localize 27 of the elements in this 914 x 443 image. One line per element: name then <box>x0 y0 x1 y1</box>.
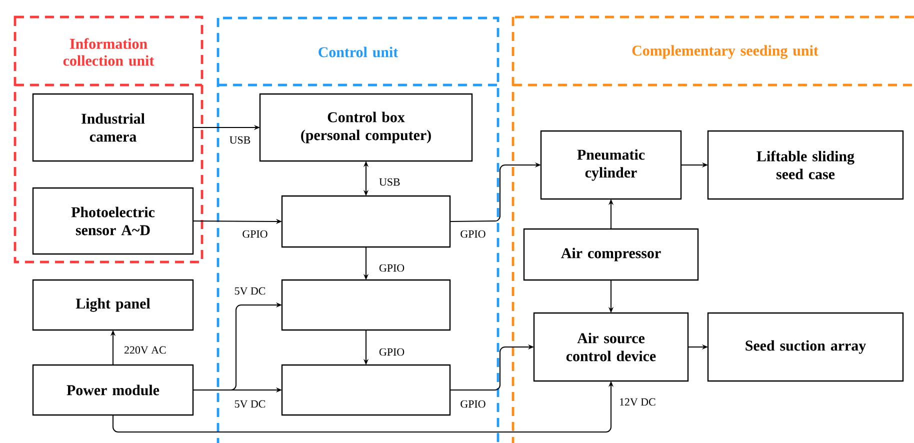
block-box: Photoelectric sensor A~D <box>32 187 194 255</box>
block-box: Light panel <box>32 279 194 331</box>
unit-title: Complementary seeding unit <box>632 45 818 59</box>
block-box: Air compressor <box>523 228 699 281</box>
edge-label: GPIO <box>241 229 269 239</box>
edge-label: USB <box>378 177 402 187</box>
block-box: Liftable sliding seed case <box>707 130 904 200</box>
edge-label: GPIO <box>378 347 406 357</box>
block-box: Seed suction array <box>707 312 904 382</box>
block-box: Industrial camera <box>32 93 194 162</box>
unit-title: Control unit <box>318 46 398 58</box>
edge-label: 220V AC <box>123 345 168 355</box>
edge-label: GPIO <box>378 263 406 273</box>
edge-label: 5V DC <box>233 286 267 296</box>
block-box: Power module <box>32 364 194 416</box>
block-box: Control box (personal computer) <box>259 93 473 162</box>
edge-label: USB <box>228 135 252 145</box>
unit-title: Information collection unit <box>63 38 154 66</box>
edge-label: 5V DC <box>233 399 267 409</box>
edge-label: GPIO <box>459 229 487 239</box>
block-box <box>281 364 451 416</box>
block-box <box>281 195 451 248</box>
block-box <box>281 279 451 331</box>
edge-label: 12V DC <box>618 397 657 407</box>
block-box: Air source control device <box>533 312 689 382</box>
edge-label: GPIO <box>459 399 487 409</box>
block-box: Pneumatic cylinder <box>540 130 682 200</box>
